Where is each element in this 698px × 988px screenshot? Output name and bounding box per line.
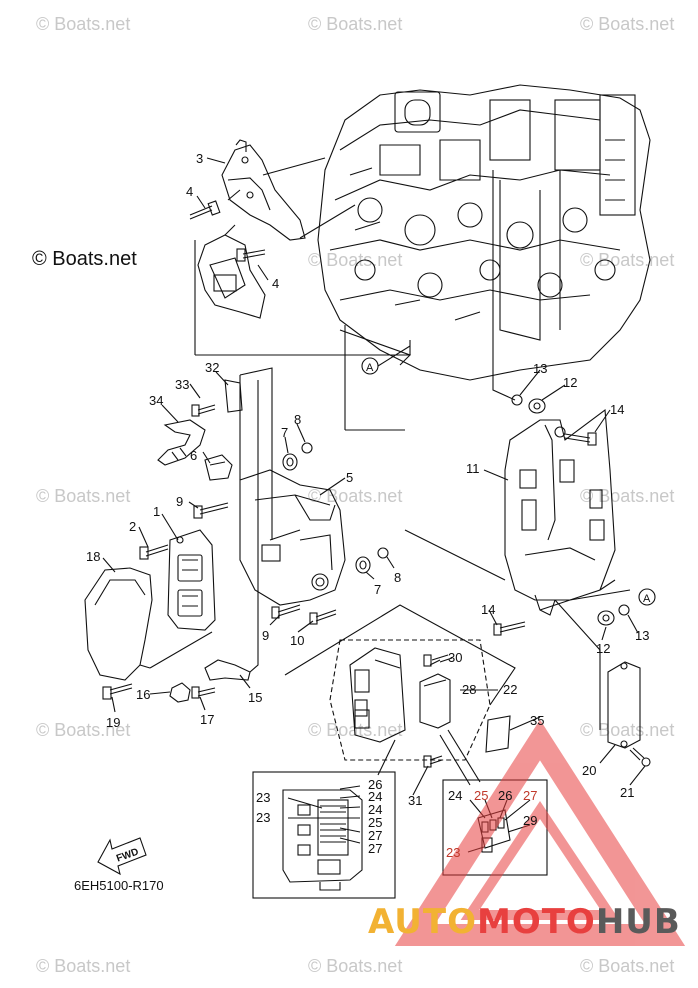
callout-14: 14	[481, 602, 495, 617]
callout-9: 9	[176, 494, 183, 509]
callout-28: 28	[462, 682, 476, 697]
grommet-7-upper	[282, 453, 298, 471]
callout-11: 11	[466, 461, 480, 476]
callout-12: 12	[563, 375, 577, 390]
fuse-panel-detail	[282, 789, 363, 891]
callout-30: 30	[448, 650, 462, 665]
bracket-part-5	[239, 469, 346, 606]
callout-26: 26	[498, 788, 512, 803]
callout-8: 8	[294, 412, 301, 427]
callout-1: 1	[153, 504, 160, 519]
reference-marker-a: A	[643, 593, 651, 605]
callout-24: 24	[368, 802, 382, 817]
callout-13: 13	[635, 628, 649, 643]
watermark: © Boats.net	[36, 486, 131, 506]
callout-10: 10	[290, 633, 304, 648]
logo-part-2: MOTO	[476, 902, 596, 942]
callout-29: 29	[523, 813, 537, 828]
bracket-part-3	[197, 139, 306, 319]
bolt-4-upper	[189, 200, 221, 220]
reference-marker-a: A	[366, 362, 374, 374]
watermark: © Boats.net	[308, 14, 403, 34]
watermark: © Boats.net	[308, 486, 403, 506]
callout-6: 6	[190, 448, 197, 463]
callout-4: 4	[186, 184, 193, 199]
callout-24: 24	[448, 788, 462, 803]
inset-box-fuse-panel	[252, 771, 396, 899]
watermark: © Boats.net	[580, 14, 675, 34]
callout-12: 12	[596, 641, 610, 656]
callout-7: 7	[281, 425, 288, 440]
callout-27: 27	[523, 788, 537, 803]
callout-13: 13	[533, 361, 547, 376]
grommet-7-lower	[355, 556, 371, 574]
fwd-arrow-icon	[97, 837, 147, 876]
callout-34: 34	[149, 393, 163, 408]
callout-3: 3	[196, 151, 203, 166]
washer-8-upper	[301, 442, 313, 454]
fuse-box-part-22	[349, 647, 406, 743]
logo-part-1: AUTO	[368, 902, 477, 942]
callout-16: 16	[136, 687, 150, 702]
brand-logo-text: AUTOMOTOHUB	[368, 902, 681, 942]
watermark: © Boats.net	[36, 14, 131, 34]
module-part-20	[607, 661, 641, 749]
callout-23: 23	[256, 810, 270, 825]
callout-18: 18	[86, 549, 100, 564]
callout-23: 23	[256, 790, 270, 805]
callout-2: 2	[129, 519, 136, 534]
callout-25: 25	[474, 788, 488, 803]
callout-9: 9	[262, 628, 269, 643]
watermark: © Boats.net	[36, 956, 131, 976]
callout-35: 35	[530, 713, 544, 728]
watermark: © Boats.net	[580, 956, 675, 976]
callout-31: 31	[408, 793, 422, 808]
watermark: © Boats.net	[308, 956, 403, 976]
callout-7: 7	[374, 582, 381, 597]
watermark: © Boats.net	[580, 720, 675, 740]
watermark: © Boats.net	[580, 486, 675, 506]
callout-8: 8	[394, 570, 401, 585]
callout-20: 20	[582, 763, 596, 778]
callout-24: 24	[368, 789, 382, 804]
watermark: © Boats.net	[308, 250, 403, 270]
diagram-code: 6EH5100-R170	[74, 878, 164, 893]
callout-27: 27	[368, 841, 382, 856]
callout-25: 25	[368, 815, 382, 830]
callout-32: 32	[205, 360, 219, 375]
callout-21: 21	[620, 785, 634, 800]
cover-part-18	[84, 567, 153, 681]
callout-4: 4	[272, 276, 279, 291]
fuse-cover-part-28	[419, 673, 451, 729]
callout-22: 22	[503, 682, 517, 697]
engine-block	[317, 84, 651, 381]
callout-27: 27	[368, 828, 382, 843]
watermark: © Boats.net	[36, 720, 131, 740]
copyright-text: © Boats.net	[32, 248, 137, 270]
callout-33: 33	[175, 377, 189, 392]
callout-19: 19	[106, 715, 120, 730]
callout-17: 17	[200, 712, 214, 727]
watermark: © Boats.net	[580, 250, 675, 270]
bolt-4-lower	[236, 248, 266, 262]
fuse-box-group-outline	[329, 639, 491, 761]
callout-23: 23	[446, 845, 460, 860]
ecu-part-1	[167, 529, 216, 631]
bracket-part-11	[504, 408, 616, 616]
callout-15: 15	[248, 690, 262, 705]
callout-14: 14	[610, 402, 624, 417]
callout-5: 5	[346, 470, 353, 485]
logo-part-3: HUB	[595, 902, 681, 942]
automotohub-logo-icon	[394, 719, 686, 946]
callout-26: 26	[368, 777, 382, 792]
